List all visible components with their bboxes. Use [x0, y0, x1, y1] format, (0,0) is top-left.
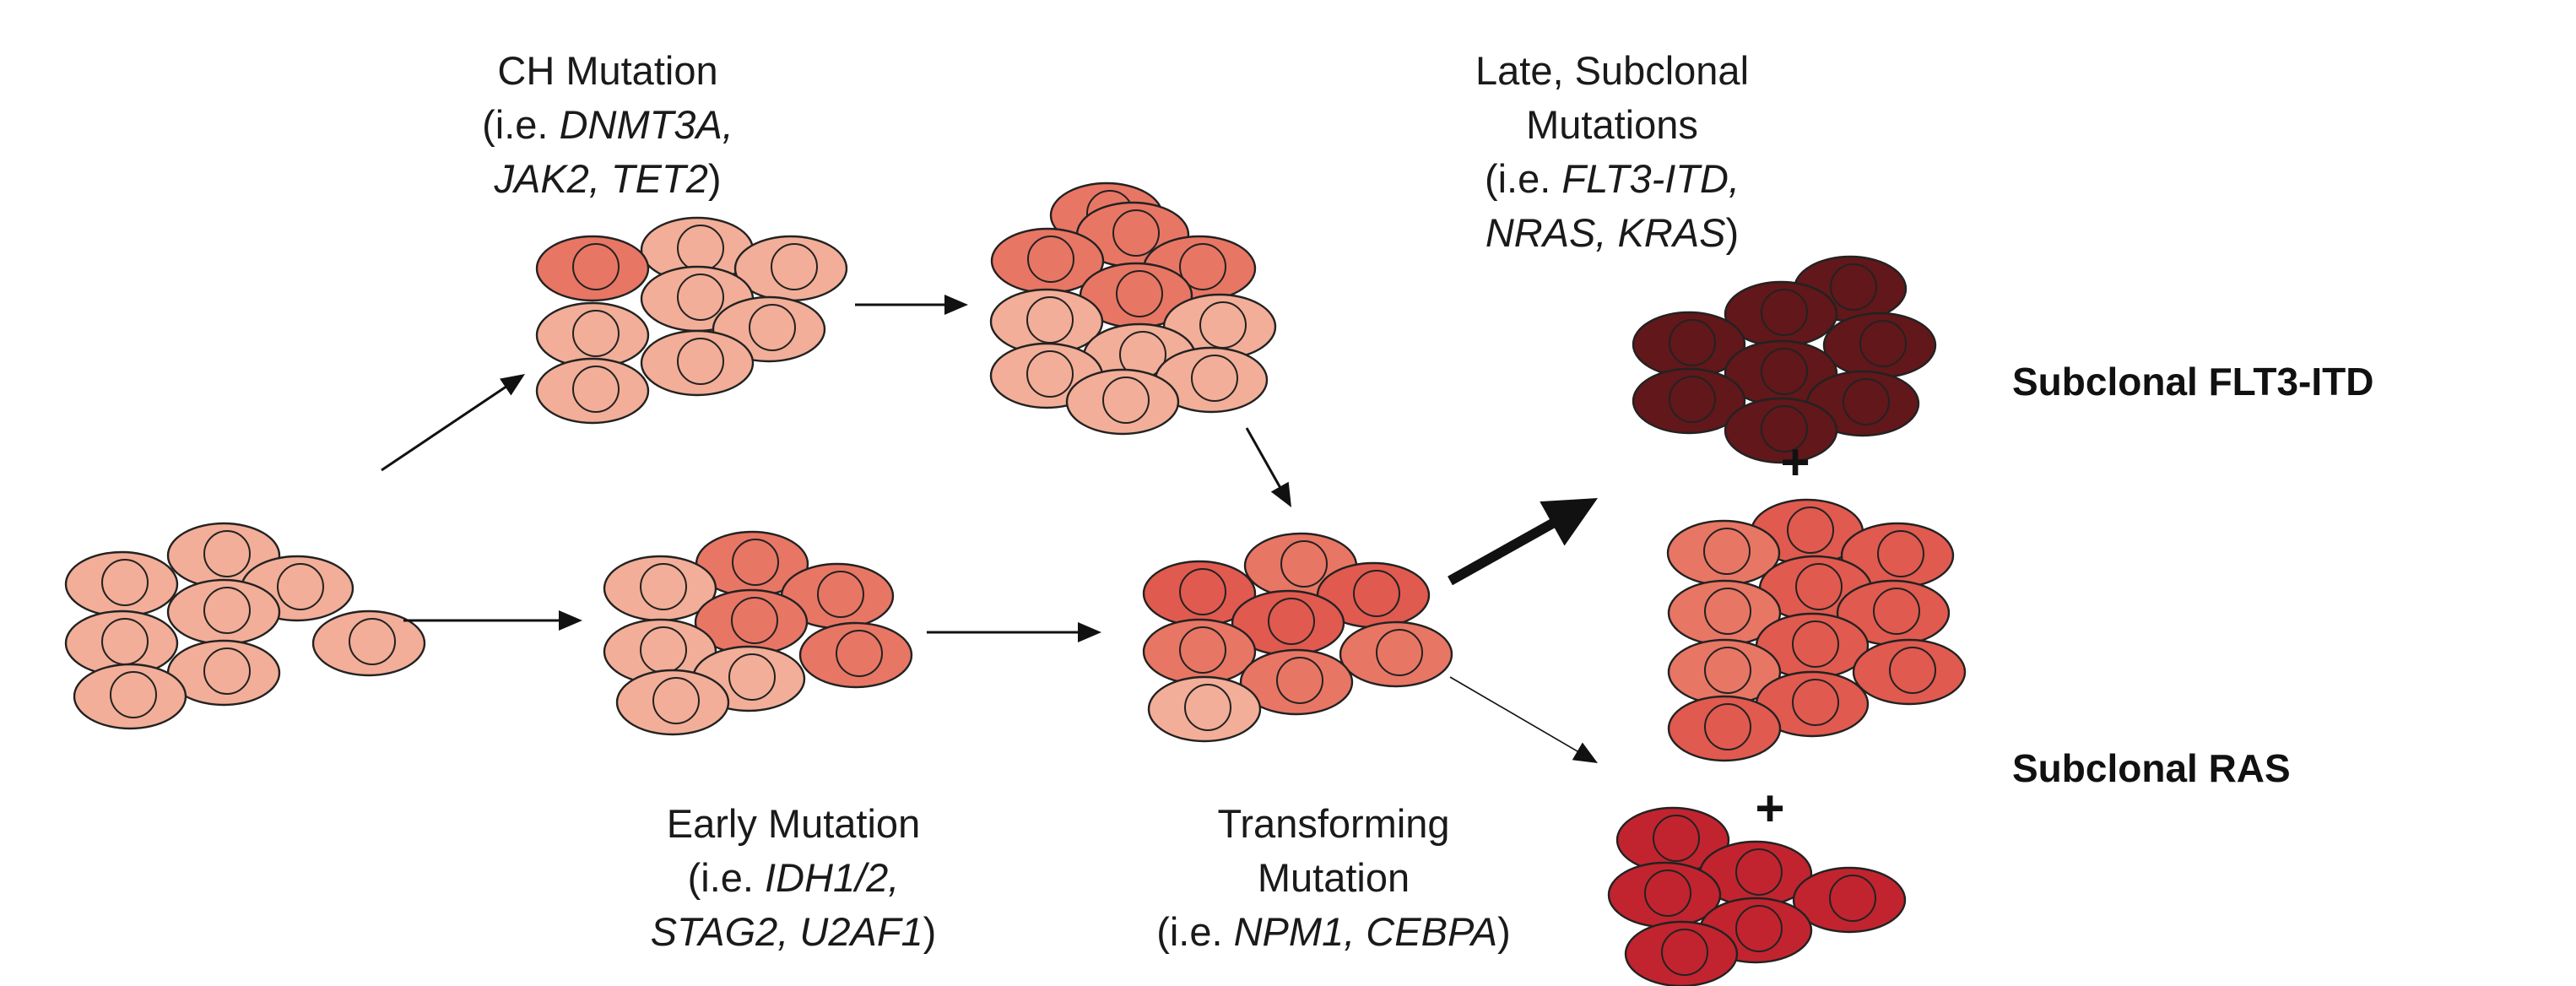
cell	[64, 550, 179, 618]
cell	[1147, 675, 1262, 743]
cell	[1239, 648, 1354, 716]
ch-gene-dnmt3a: DNMT3A,	[559, 102, 733, 147]
late-gene-nras-kras: NRAS, KRAS	[1485, 210, 1726, 255]
transforming-title-line1: Transforming	[1217, 801, 1450, 846]
arrow-ch-expanded-to-transformed	[1245, 427, 1291, 507]
ch-mutation-cell-cluster	[535, 216, 848, 425]
cell	[1154, 346, 1269, 414]
cell	[640, 329, 755, 397]
cell	[166, 578, 281, 646]
cell	[535, 357, 650, 425]
cell	[1142, 618, 1257, 685]
early-mutation-label: Early Mutation (i.e. IDH1/2, STAG2, U2AF…	[582, 797, 1004, 959]
cell	[1667, 579, 1782, 647]
subclonal-flt3-itd-cell-cluster	[1632, 255, 1937, 464]
cell	[1724, 397, 1838, 464]
cell	[311, 609, 426, 677]
cell	[733, 235, 848, 302]
ch-mutation-title: CH Mutation	[497, 48, 718, 93]
subclonal-ras-cell-cluster	[1607, 806, 1907, 986]
transforming-close-paren: )	[1497, 909, 1511, 954]
cell	[694, 588, 809, 656]
cell	[1792, 866, 1907, 934]
normal-cell-cluster	[64, 522, 426, 730]
cell	[615, 669, 730, 736]
early-mutation-cell-cluster	[603, 530, 913, 736]
transforming-title-line2: Mutation	[1257, 855, 1410, 900]
cell	[798, 621, 913, 689]
arrow-ch-to-ch-expanded	[855, 295, 968, 315]
plus-sign-lower: +	[1755, 780, 1784, 837]
late-title-line2: Mutations	[1526, 102, 1698, 147]
arrow-early-to-transformed	[927, 622, 1101, 642]
early-gene-idh: IDH1/2,	[765, 855, 900, 900]
late-gene-flt3: FLT3-ITD,	[1561, 156, 1740, 201]
cell	[1231, 589, 1345, 657]
transforming-genes: NPM1, CEBPA	[1233, 909, 1498, 954]
cell	[990, 227, 1105, 295]
late-close-paren: )	[1725, 210, 1740, 255]
cell	[535, 301, 650, 369]
arrow-transformed-to-flt3	[1448, 498, 1598, 586]
transformed-cell-cluster	[1142, 532, 1453, 743]
cell	[73, 663, 187, 730]
ch-close-paren: )	[707, 156, 722, 201]
cell	[1607, 861, 1722, 929]
ch-mutation-label: CH Mutation (i.e. DNMT3A, JAK2, TET2)	[405, 44, 810, 206]
cell	[1624, 920, 1739, 986]
transforming-mutation-label: Transforming Mutation (i.e. NPM1, CEBPA)	[1106, 797, 1561, 959]
cell	[1666, 519, 1781, 587]
subclonal-ras-label: Subclonal RAS	[2012, 746, 2291, 790]
late-subclonal-label: Late, Subclonal Mutations (i.e. FLT3-ITD…	[1384, 44, 1840, 260]
early-ie-prefix: (i.e.	[687, 855, 766, 900]
arrow-normal-to-early	[403, 610, 582, 631]
ch-expanded-cell-cluster	[989, 181, 1277, 436]
subclonal-ras-expanded-cell-cluster	[1666, 498, 1967, 762]
cell	[1065, 368, 1180, 436]
cell	[1667, 695, 1782, 762]
subclonal-flt3-itd-label: Subclonal FLT3-ITD	[2012, 360, 2374, 404]
ch-gene-jak2-tet2: JAK2, TET2	[494, 156, 708, 201]
transforming-ie-prefix: (i.e.	[1156, 909, 1234, 954]
cell	[1632, 367, 1746, 435]
late-title-line1: Late, Subclonal	[1475, 48, 1750, 93]
cell	[1822, 312, 1937, 379]
cell	[1339, 620, 1453, 688]
cell	[1852, 638, 1967, 706]
cell	[535, 235, 650, 302]
ch-ie-prefix: (i.e.	[482, 102, 560, 147]
cell	[166, 639, 281, 707]
arrow-normal-to-ch	[381, 374, 525, 472]
arrow-transformed-to-ras	[1449, 676, 1598, 763]
cell	[1632, 311, 1746, 378]
plus-sign-upper: +	[1780, 434, 1810, 490]
early-mutation-title: Early Mutation	[666, 801, 921, 846]
early-close-paren: )	[923, 909, 937, 954]
early-gene-stag2-u2af1: STAG2, U2AF1	[650, 909, 923, 954]
late-ie-prefix: (i.e.	[1484, 156, 1562, 201]
cell	[1615, 806, 1730, 874]
cell	[1836, 579, 1951, 647]
